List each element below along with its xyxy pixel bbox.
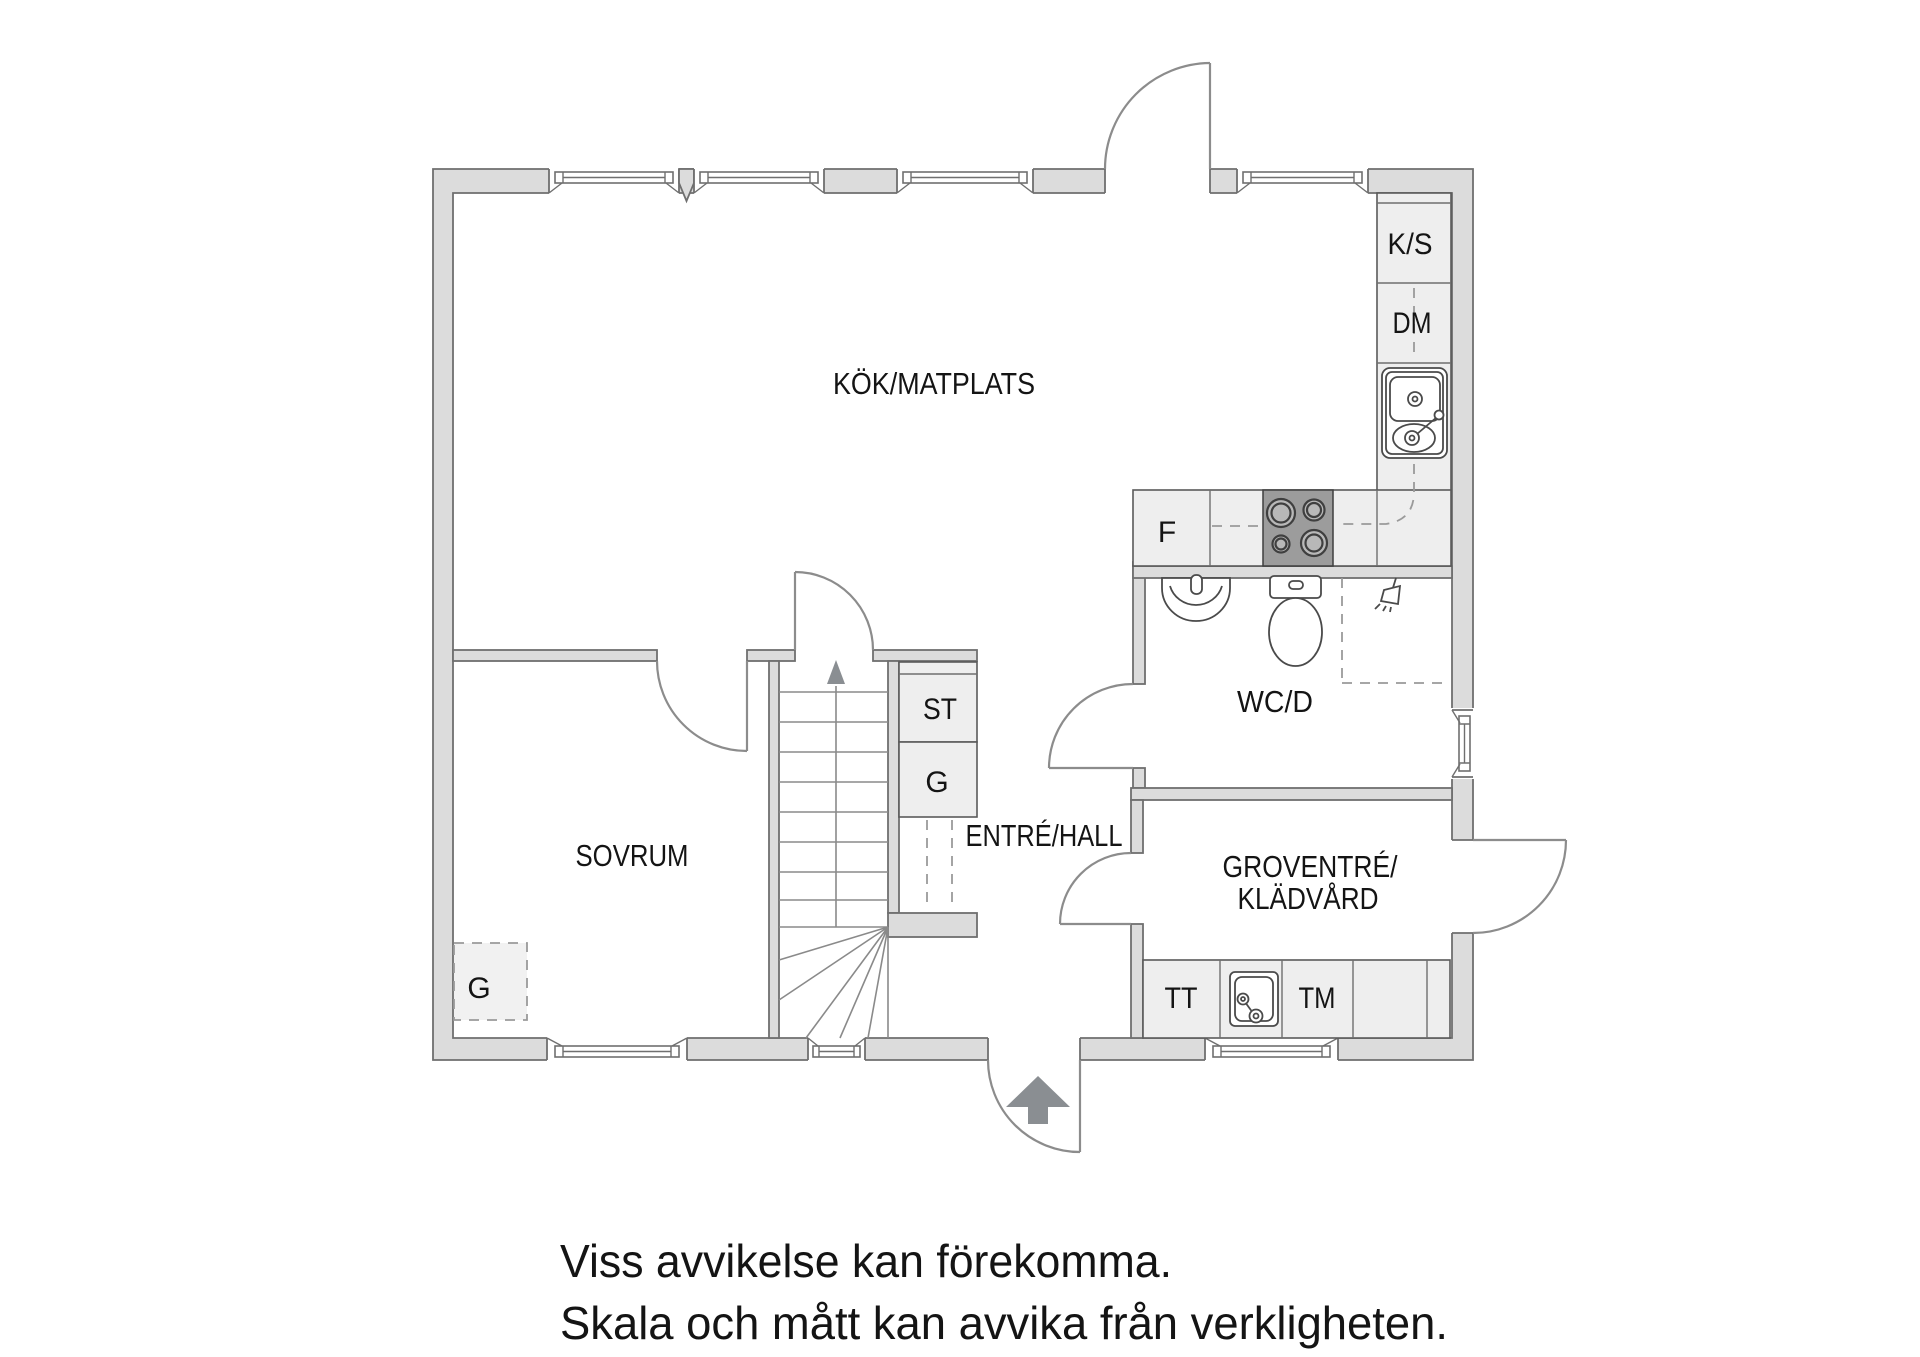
disclaimer-line1: Viss avvikelse kan förekomma. (560, 1235, 1172, 1287)
stair-up-arrow-icon (827, 660, 845, 684)
disclaimer-line2: Skala och mått kan avvika från verklighe… (560, 1297, 1448, 1349)
linen-closet-label: ST (923, 693, 957, 726)
freezer-label: F (1158, 516, 1176, 549)
closet-recess-dashes (926, 820, 953, 908)
bedroom-label: SOVRUM (576, 838, 689, 873)
utility-label-line2: KLÄDVÅRD (1238, 881, 1379, 916)
entrance-door-icon (986, 1059, 1082, 1154)
terrace-door-icon (1103, 61, 1212, 170)
hall-closets (898, 661, 978, 908)
window-icon (546, 1036, 688, 1062)
kitchen-counters (1132, 192, 1452, 567)
bedroom-wardrobe (453, 942, 528, 1021)
window-mullion (678, 168, 695, 204)
laundry-sink-icon (1229, 971, 1279, 1027)
bathroom-label: WC/D (1237, 684, 1313, 719)
washing-machine-label: TM (1299, 982, 1336, 1015)
dishwasher-label: DM (1393, 307, 1432, 340)
utility-exterior-door-icon (1472, 838, 1568, 935)
entrance-arrow-icon (1006, 1076, 1070, 1124)
washbasin-icon (1161, 574, 1231, 622)
kitchen-label: KÖK/MATPLATS (833, 366, 1035, 401)
kitchen-door-icon (793, 570, 875, 651)
hall-label: ENTRÉ/HALL (966, 818, 1123, 853)
utility-counters (1142, 959, 1451, 1039)
toilet-icon (1268, 575, 1323, 667)
hall-wardrobe-label: G (925, 766, 948, 799)
fridge-freezer-label: K/S (1388, 228, 1433, 261)
window-icon (1450, 708, 1475, 779)
disclaimer: Viss avvikelse kan förekomma. Skala och … (560, 1235, 1448, 1349)
tumble-dryer-label: TT (1165, 982, 1198, 1015)
doors (655, 61, 1568, 1154)
hall-wardrobe (898, 741, 978, 818)
shower-icon (1341, 577, 1445, 684)
window-icon (693, 167, 825, 195)
bedroom-door-icon (655, 660, 749, 753)
interior-walls (452, 561, 1453, 1039)
kitchen-sink-icon (1381, 367, 1448, 459)
window-icon (1204, 1036, 1339, 1062)
bathroom-fixtures (1161, 574, 1445, 684)
fixture-labels: K/S DM F ST G G TT TM (467, 228, 1432, 1015)
door-openings (987, 167, 1475, 1062)
stove-icon (1262, 489, 1334, 567)
worktop-dash (1212, 464, 1415, 527)
bedroom-wardrobe-label: G (467, 972, 490, 1005)
utility-door-icon (1058, 851, 1132, 926)
room-labels: KÖK/MATPLATS SOVRUM ENTRÉ/HALL WC/D GROV… (576, 366, 1398, 916)
window-icon (807, 1036, 866, 1062)
utility-label-line1: GROVENTRÉ/ (1223, 849, 1398, 884)
window-icon (896, 167, 1034, 195)
window-icon (548, 167, 680, 195)
windows (546, 167, 1475, 1062)
bathroom-door-icon (1047, 682, 1134, 770)
window-icon (1236, 167, 1369, 195)
staircase-icon (778, 660, 889, 1039)
